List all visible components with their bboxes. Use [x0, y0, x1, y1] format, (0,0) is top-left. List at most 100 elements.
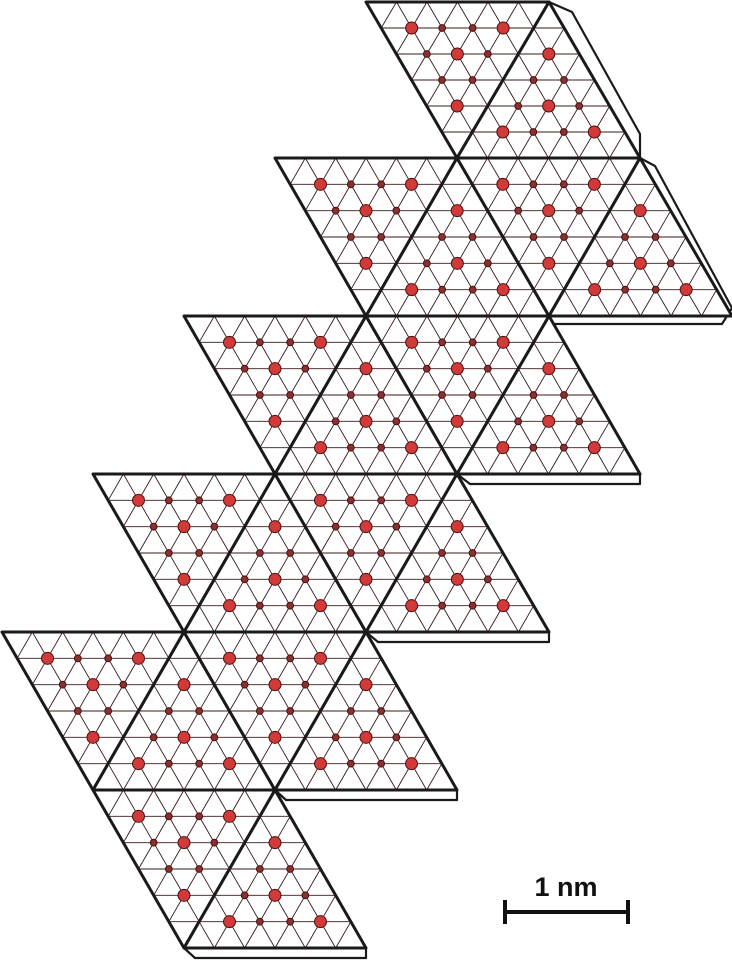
lattice-line [365, 473, 412, 554]
inner-atom [73, 707, 82, 715]
atom [679, 283, 693, 297]
atom [359, 730, 373, 744]
inner-atom [301, 680, 310, 689]
atom [496, 283, 510, 297]
lattice-line [107, 473, 124, 501]
inner-atom [529, 76, 538, 84]
lattice-line [609, 131, 626, 159]
inner-atom [331, 522, 340, 531]
atom [450, 256, 464, 270]
atom [177, 572, 191, 586]
inner-atom [119, 680, 128, 689]
inner-atom [468, 76, 477, 84]
lattice-line [335, 605, 352, 633]
face-edge [273, 630, 459, 792]
atom [359, 520, 373, 534]
face-17 [273, 630, 459, 792]
inner-atom [286, 549, 295, 557]
inner-atom [58, 680, 67, 689]
lattice-line [289, 473, 306, 501]
inner-atom [240, 575, 249, 584]
inner-atom [164, 496, 173, 505]
face-14 [0, 630, 186, 792]
face-5 [547, 156, 732, 318]
atom [132, 757, 145, 771]
inner-atom [286, 707, 295, 715]
inner-atom [377, 707, 386, 715]
inner-atom [301, 364, 310, 373]
atom [268, 520, 282, 534]
inner-atom [331, 417, 340, 426]
lattice-line [320, 473, 367, 554]
atom [268, 362, 282, 376]
lattice-line [335, 921, 352, 949]
lattice-line [426, 763, 443, 791]
inner-atom [514, 417, 523, 426]
lattice-line [274, 631, 321, 712]
inner-atom [286, 601, 295, 610]
lattice-line [274, 868, 321, 949]
lattice-line [609, 447, 626, 475]
inner-atom [195, 496, 204, 505]
lattice-line [274, 552, 321, 633]
lattice-line [380, 289, 397, 317]
atom [359, 678, 373, 692]
atom [314, 441, 327, 455]
atom [132, 493, 145, 507]
inner-atom [377, 443, 386, 452]
lattice-line [198, 605, 215, 633]
inner-atom [514, 102, 523, 110]
atom [405, 441, 418, 455]
atom [223, 599, 236, 613]
lattice-line [198, 921, 215, 949]
inner-atom [240, 891, 249, 900]
lattice-line [183, 789, 230, 870]
atom [588, 283, 602, 297]
inner-atom [529, 128, 538, 136]
atom [359, 572, 373, 586]
lattice-line [518, 1, 535, 29]
atom [587, 125, 601, 139]
atom [223, 493, 236, 507]
inner-atom [575, 102, 584, 110]
atom [314, 493, 327, 507]
inner-atom [438, 549, 446, 557]
lattice-line [426, 447, 443, 475]
inner-atom [377, 496, 386, 505]
inner-atom [605, 259, 614, 268]
inner-atom [438, 285, 447, 294]
inner-atom [468, 338, 477, 347]
lattice-line [107, 789, 124, 817]
lattice-line [138, 789, 185, 870]
lattice-line [16, 631, 33, 659]
inner-atom [575, 417, 584, 426]
lattice-line [289, 157, 306, 185]
inner-atom [301, 891, 310, 900]
inner-atom [286, 338, 295, 347]
face-3 [364, 156, 551, 318]
lattice-line [229, 552, 276, 633]
lattice-line [320, 394, 367, 475]
inner-atom [392, 417, 401, 426]
lattice-line [183, 473, 230, 554]
lattice-line [701, 289, 718, 317]
inner-atom [164, 759, 173, 768]
atom [405, 21, 419, 35]
inner-atom [377, 391, 386, 399]
lattice-line [153, 631, 170, 659]
lattice-line [411, 552, 458, 633]
lattice-line [426, 157, 443, 185]
inner-atom [438, 24, 447, 32]
inner-atom [468, 24, 477, 32]
lattice-line [365, 157, 412, 238]
lattice-line [107, 763, 124, 791]
inner-atom [621, 233, 629, 241]
lattice-line [229, 315, 276, 396]
inner-atom [286, 391, 295, 399]
inner-atom [346, 180, 355, 189]
inner-atom [255, 601, 264, 610]
inner-atom [255, 549, 264, 557]
lattice-line [411, 236, 458, 317]
atom [223, 809, 236, 823]
atom [177, 678, 191, 692]
